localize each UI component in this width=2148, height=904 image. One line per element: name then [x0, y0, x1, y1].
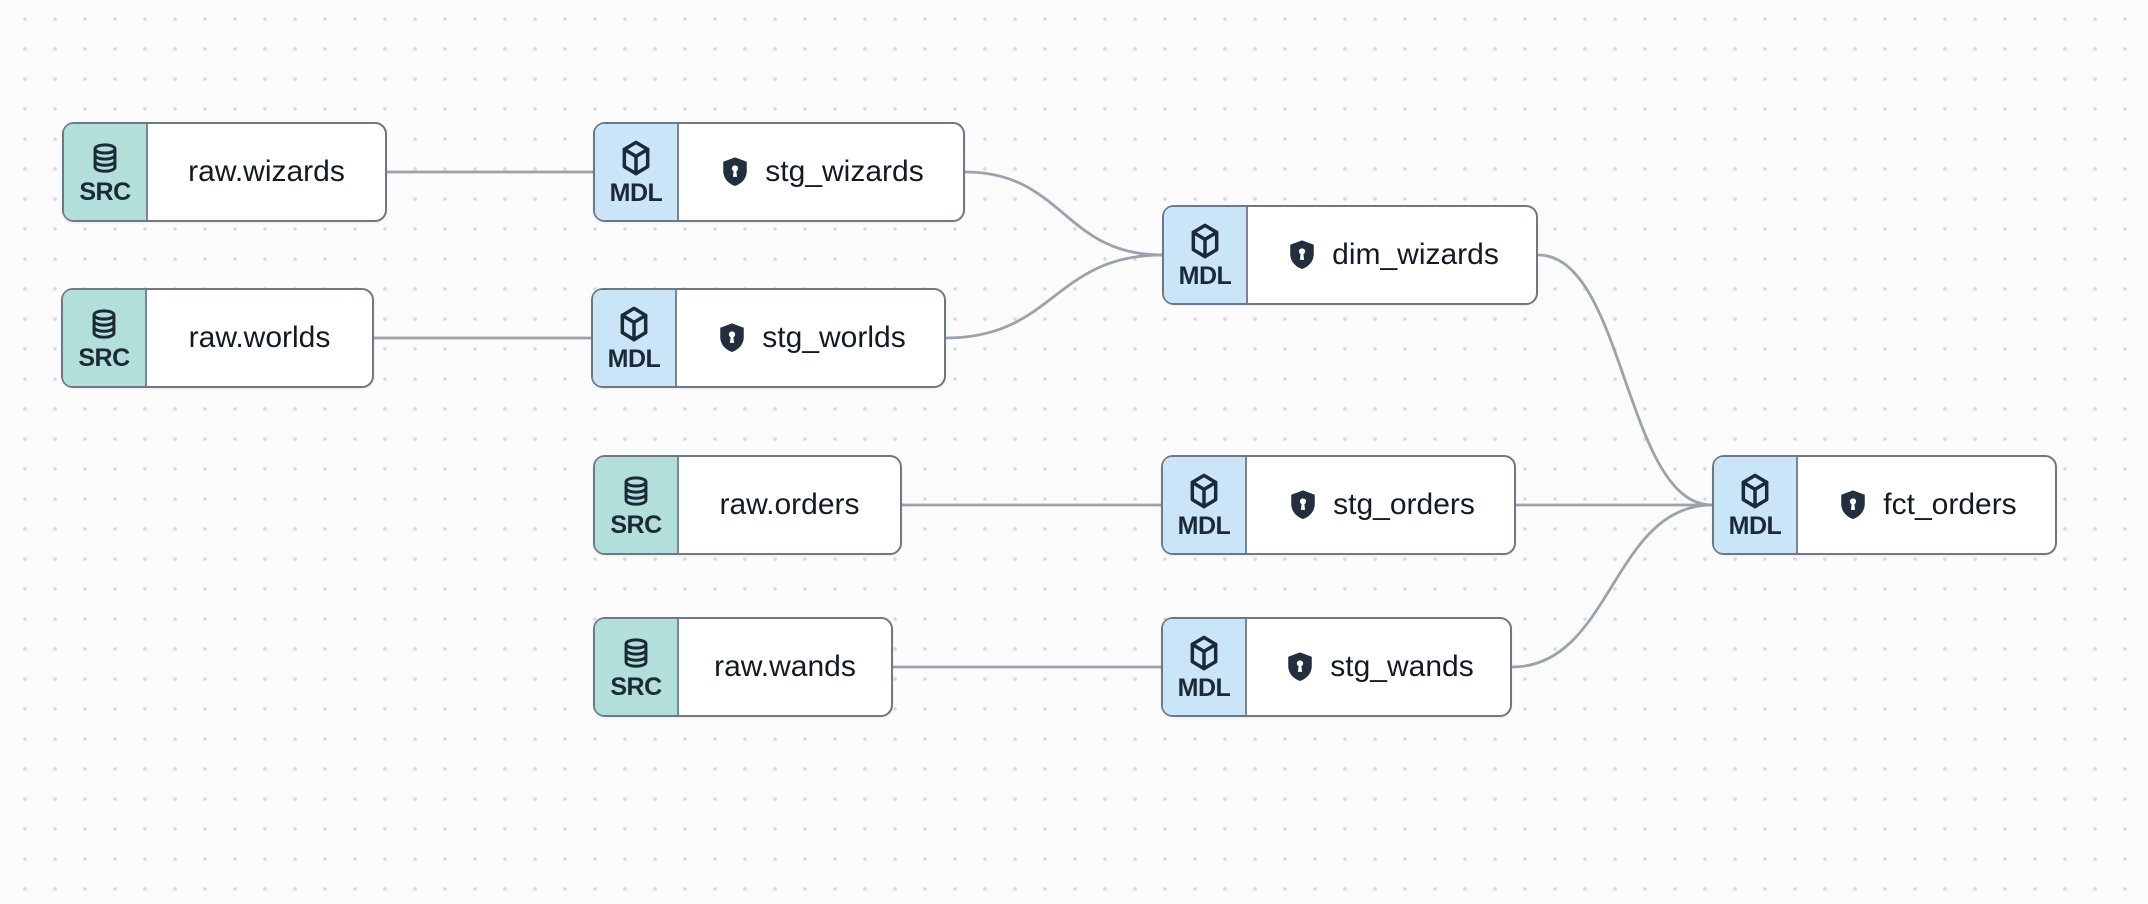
badge-label: SRC — [610, 511, 662, 539]
badge-label: SRC — [78, 344, 130, 372]
cube-icon — [1185, 221, 1225, 261]
badge-label: MDL — [1177, 674, 1231, 702]
node-label: dim_wizards — [1332, 238, 1499, 271]
shield-lock-icon — [1285, 237, 1319, 273]
badge-label: MDL — [1177, 512, 1231, 540]
node-type-badge: MDL — [1163, 619, 1247, 715]
node-label: stg_orders — [1333, 488, 1475, 521]
shield-lock-icon — [1286, 487, 1320, 523]
badge-label: MDL — [1728, 512, 1782, 540]
node-stg-wands[interactable]: MDL stg_wands — [1161, 617, 1512, 717]
badge-label: SRC — [610, 673, 662, 701]
node-label: fct_orders — [1883, 488, 2017, 521]
node-type-badge: MDL — [1164, 207, 1248, 303]
node-raw-orders[interactable]: SRC raw.orders — [593, 455, 902, 555]
node-body: raw.orders — [679, 457, 900, 553]
node-type-badge: SRC — [595, 457, 679, 553]
node-raw-wizards[interactable]: SRC raw.wizards — [62, 122, 387, 222]
edge-stg-wizards-to-dim-wizards — [963, 170, 1164, 257]
node-type-badge: MDL — [1714, 457, 1798, 553]
node-body: raw.wands — [679, 619, 891, 715]
node-body: raw.worlds — [147, 290, 372, 386]
node-type-badge: MDL — [593, 290, 677, 386]
shield-lock-icon — [1836, 487, 1870, 523]
cube-icon — [1184, 471, 1224, 511]
node-label: raw.wands — [714, 650, 856, 683]
node-body: stg_worlds — [677, 290, 944, 386]
node-stg-wizards[interactable]: MDL stg_wizards — [593, 122, 965, 222]
database-icon — [619, 634, 653, 672]
cube-icon — [616, 138, 656, 178]
node-raw-worlds[interactable]: SRC raw.worlds — [61, 288, 374, 388]
badge-label: SRC — [79, 178, 131, 206]
node-body: stg_orders — [1247, 457, 1514, 553]
node-body: stg_wizards — [679, 124, 963, 220]
node-body: fct_orders — [1798, 457, 2055, 553]
node-label: raw.wizards — [188, 155, 345, 188]
badge-label: MDL — [609, 179, 663, 207]
node-raw-wands[interactable]: SRC raw.wands — [593, 617, 893, 717]
database-icon — [619, 472, 653, 510]
node-label: raw.orders — [719, 488, 860, 521]
node-body: dim_wizards — [1248, 207, 1536, 303]
badge-label: MDL — [1178, 262, 1232, 290]
node-body: raw.wizards — [148, 124, 385, 220]
edge-stg-wands-to-fct-orders — [1510, 503, 1714, 669]
node-dim-wizards[interactable]: MDL dim_wizards — [1162, 205, 1538, 305]
node-label: stg_wands — [1330, 650, 1474, 683]
edge-dim-wizards-to-fct-orders — [1536, 253, 1714, 507]
shield-lock-icon — [1283, 649, 1317, 685]
node-type-badge: MDL — [595, 124, 679, 220]
shield-lock-icon — [718, 154, 752, 190]
node-stg-orders[interactable]: MDL stg_orders — [1161, 455, 1516, 555]
cube-icon — [1184, 633, 1224, 673]
badge-label: MDL — [607, 345, 661, 373]
database-icon — [88, 139, 122, 177]
node-type-badge: SRC — [63, 290, 147, 386]
node-body: stg_wands — [1247, 619, 1510, 715]
node-label: raw.worlds — [188, 321, 331, 354]
node-fct-orders[interactable]: MDL fct_orders — [1712, 455, 2057, 555]
node-label: stg_wizards — [765, 155, 924, 188]
edge-stg-worlds-to-dim-wizards — [944, 253, 1164, 340]
cube-icon — [1735, 471, 1775, 511]
node-stg-worlds[interactable]: MDL stg_worlds — [591, 288, 946, 388]
node-type-badge: SRC — [64, 124, 148, 220]
node-label: stg_worlds — [762, 321, 906, 354]
cube-icon — [614, 304, 654, 344]
node-type-badge: SRC — [595, 619, 679, 715]
database-icon — [87, 305, 121, 343]
node-type-badge: MDL — [1163, 457, 1247, 553]
shield-lock-icon — [715, 320, 749, 356]
